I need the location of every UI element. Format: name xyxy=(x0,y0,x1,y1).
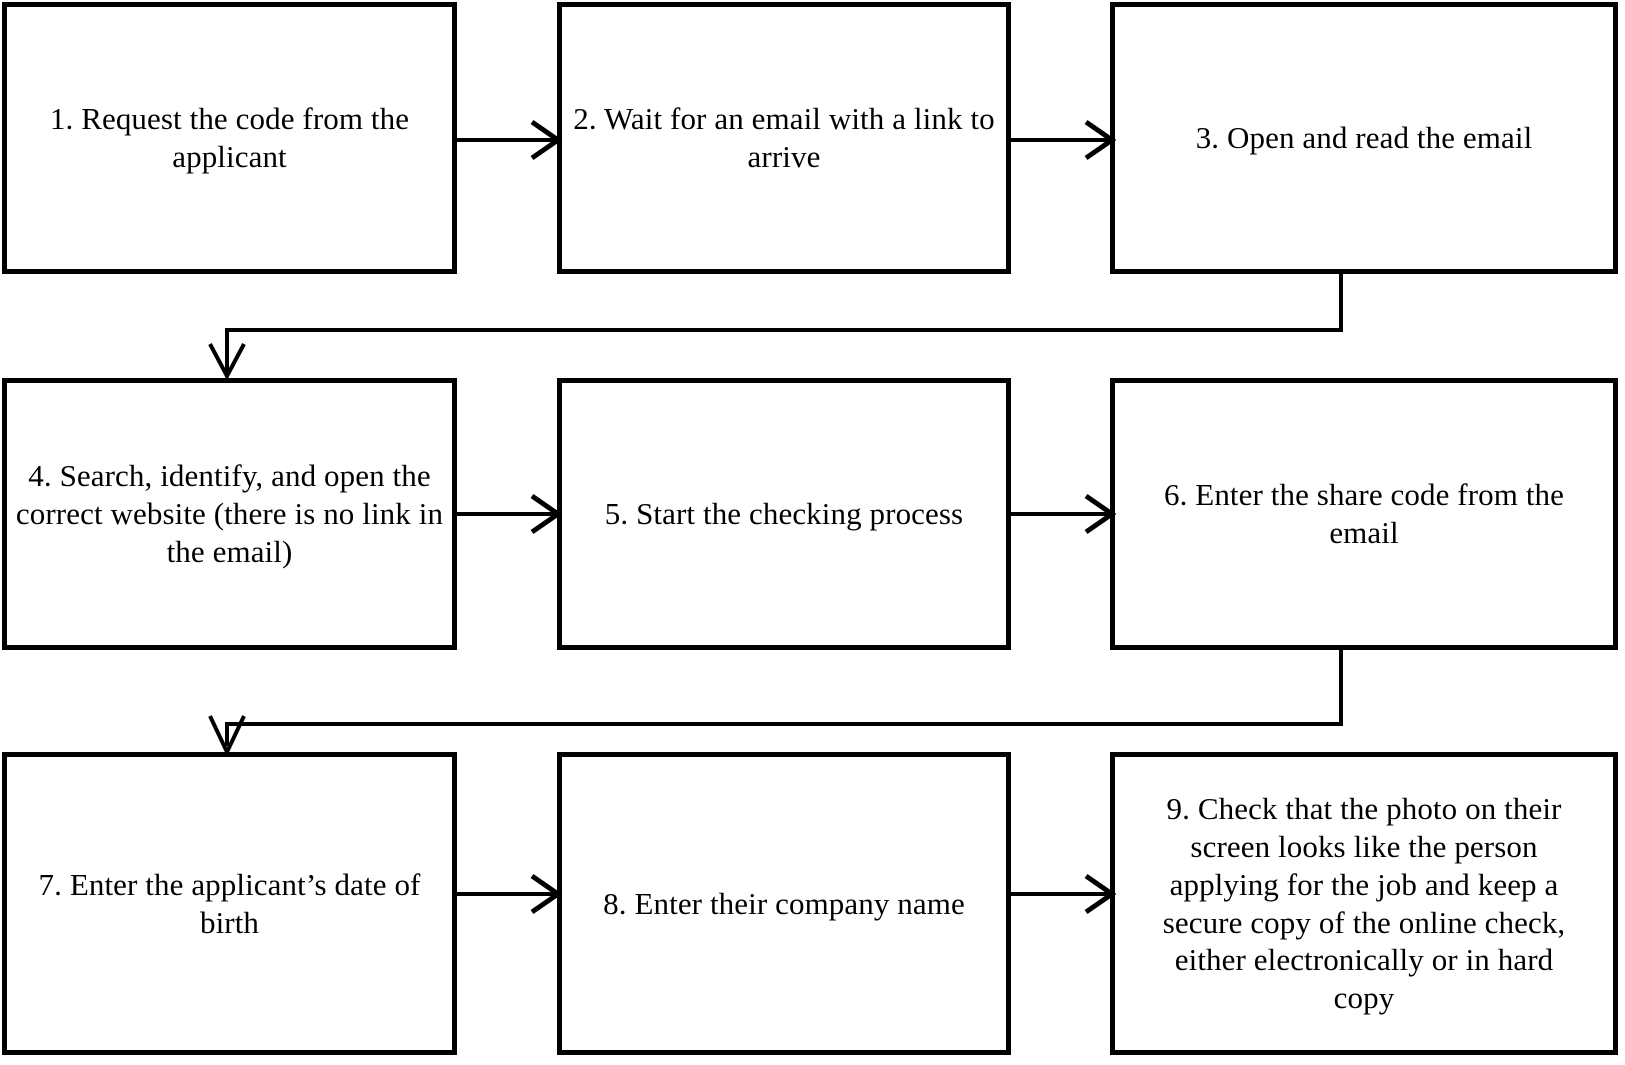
edge-3-4-connector xyxy=(208,274,1343,381)
flow-node-label: 3. Open and read the email xyxy=(1195,120,1533,156)
flow-node-label: 9. Check that the photo on their screen … xyxy=(1162,791,1566,1016)
flow-node-label: 6. Enter the share code from the email xyxy=(1163,477,1564,550)
flow-node-label: 5. Start the checking process xyxy=(604,496,964,532)
flow-node-step-6[interactable]: 6. Enter the share code from the email xyxy=(1110,378,1618,650)
flow-node-step-5[interactable]: 5. Start the checking process xyxy=(557,378,1011,650)
edge-7-8-arrow-icon xyxy=(456,873,563,915)
flow-node-label: 2. Wait for an email with a link to arri… xyxy=(573,101,995,174)
flow-node-step-1[interactable]: 1. Request the code from the applicant xyxy=(2,2,457,274)
edge-6-7-connector xyxy=(208,650,1343,757)
flow-node-label: 1. Request the code from the applicant xyxy=(49,101,410,174)
edge-4-5-arrow-icon xyxy=(456,493,563,535)
flow-node-label: 4. Search, identify, and open the correc… xyxy=(15,458,444,569)
flow-node-label: 7. Enter the applicant’s date of birth xyxy=(38,866,421,940)
edge-8-9-arrow-icon xyxy=(1010,873,1117,915)
flow-node-label: 8. Enter their company name xyxy=(603,885,965,921)
flow-node-step-2[interactable]: 2. Wait for an email with a link to arri… xyxy=(557,2,1011,274)
flow-node-step-4[interactable]: 4. Search, identify, and open the correc… xyxy=(2,378,457,650)
edge-5-6-arrow-icon xyxy=(1010,493,1117,535)
edge-2-3-arrow-icon xyxy=(1010,119,1117,161)
flow-node-step-8[interactable]: 8. Enter their company name xyxy=(557,752,1011,1055)
edge-1-2-arrow-icon xyxy=(456,119,563,161)
flow-node-step-7[interactable]: 7. Enter the applicant’s date of birth xyxy=(2,752,457,1055)
flow-node-step-9[interactable]: 9. Check that the photo on their screen … xyxy=(1110,752,1618,1055)
flow-node-step-3[interactable]: 3. Open and read the email xyxy=(1110,2,1618,274)
